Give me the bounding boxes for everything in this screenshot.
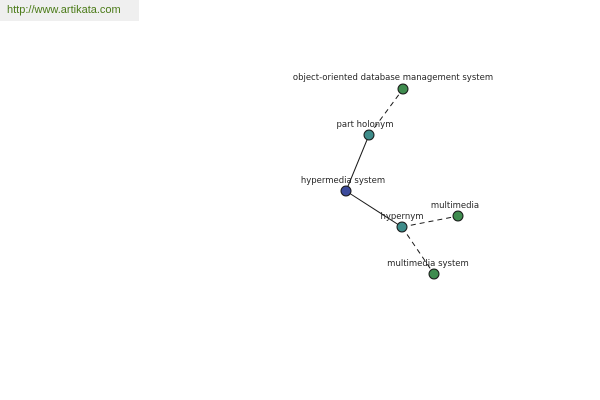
node-label-odbms: object-oriented database management syst…	[293, 73, 493, 83]
edge-part-holonym-to-odbms	[368, 88, 404, 136]
node-multimedia[interactable]	[452, 210, 464, 222]
node-hypermedia-system[interactable]	[340, 185, 352, 197]
labels-layer: object-oriented database management syst…	[293, 73, 493, 269]
edge-hypermedia-system-to-part-holonym	[345, 134, 370, 192]
edge-hypermedia-system-to-hypernym	[345, 190, 403, 228]
node-multimedia-system[interactable]	[428, 268, 440, 280]
nodes-layer	[340, 83, 464, 280]
edge-hypernym-to-multimedia	[401, 215, 459, 228]
node-label-part-holonym: part holonym	[337, 120, 394, 130]
node-odbms[interactable]	[397, 83, 409, 95]
watermark-link[interactable]: http://www.artikata.com	[0, 0, 139, 21]
edge-hypernym-to-multimedia-system	[401, 226, 435, 275]
node-part-holonym[interactable]	[363, 129, 375, 141]
node-label-hypermedia-system: hypermedia system	[301, 176, 385, 186]
node-hypernym[interactable]	[396, 221, 408, 233]
node-label-hypernym: hypernym	[380, 212, 423, 222]
edges-layer	[345, 88, 459, 275]
node-label-multimedia-system: multimedia system	[387, 259, 469, 269]
node-label-multimedia: multimedia	[431, 201, 479, 211]
